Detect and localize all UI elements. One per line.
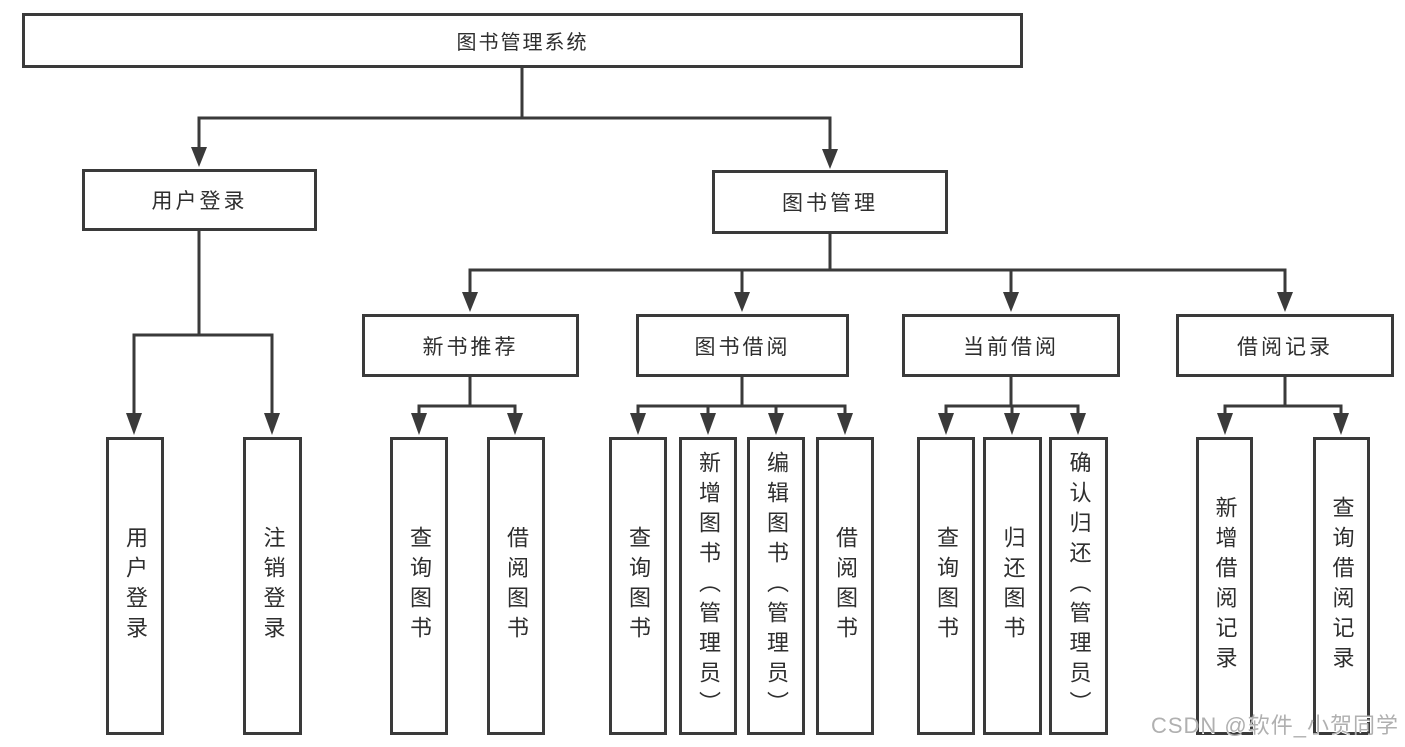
node-label: 当前借阅 xyxy=(963,335,1059,359)
leaf-user-login: 用户登录 xyxy=(106,437,164,735)
leaf-query-books-borrowing: 查询图书 xyxy=(609,437,667,735)
node-label: 借阅图书 xyxy=(504,526,529,646)
node-label: 借阅图书 xyxy=(833,526,858,646)
node-label: 图书借阅 xyxy=(694,335,791,359)
node-label: 查询借阅记录 xyxy=(1329,496,1355,676)
node-label: 查询图书 xyxy=(626,526,651,646)
leaf-query-borrow-record: 查询借阅记录 xyxy=(1313,437,1370,735)
leaf-confirm-return-admin: 确认归还（管理员） xyxy=(1049,437,1108,735)
leaf-borrow-books: 借阅图书 xyxy=(816,437,874,735)
node-label: 新书推荐 xyxy=(422,335,519,359)
node-label: 注销登录 xyxy=(260,526,286,646)
node-label: 查询图书 xyxy=(934,526,959,646)
node-label: 借阅记录 xyxy=(1237,335,1333,359)
node-book-borrowing: 图书借阅 xyxy=(636,314,849,377)
leaf-borrow-books-recommend: 借阅图书 xyxy=(487,437,545,735)
node-label: 编辑图书（管理员） xyxy=(764,451,789,721)
arrowheads xyxy=(126,147,1349,435)
leaf-return-books: 归还图书 xyxy=(983,437,1042,735)
node-label: 新增借阅记录 xyxy=(1212,496,1238,676)
leaf-logout: 注销登录 xyxy=(243,437,302,735)
leaf-add-borrow-record: 新增借阅记录 xyxy=(1196,437,1253,735)
node-current-borrowing: 当前借阅 xyxy=(902,314,1120,377)
csdn-watermark: CSDN @软件_小贺同学 xyxy=(1150,713,1399,738)
leaf-query-books-current: 查询图书 xyxy=(917,437,975,735)
node-label: 新增图书（管理员） xyxy=(696,451,721,721)
node-label: 用户登录 xyxy=(151,190,248,213)
node-library-management-system: 图书管理系统 xyxy=(22,13,1023,68)
node-label: 图书管理 xyxy=(782,192,878,215)
node-label: 查询图书 xyxy=(407,526,432,646)
node-label: 确认归还（管理员） xyxy=(1066,451,1092,721)
node-user-login-branch: 用户登录 xyxy=(82,169,317,231)
node-label: 归还图书 xyxy=(1000,526,1026,646)
leaf-query-books-recommend: 查询图书 xyxy=(390,437,448,735)
node-label: 用户登录 xyxy=(123,526,148,646)
node-borrowing-records: 借阅记录 xyxy=(1176,314,1394,377)
node-book-management-branch: 图书管理 xyxy=(712,170,948,234)
node-label: 图书管理系统 xyxy=(456,32,589,54)
leaf-add-books-admin: 新增图书（管理员） xyxy=(679,437,737,735)
leaf-edit-books-admin: 编辑图书（管理员） xyxy=(747,437,805,735)
node-new-book-recommend: 新书推荐 xyxy=(362,314,579,377)
